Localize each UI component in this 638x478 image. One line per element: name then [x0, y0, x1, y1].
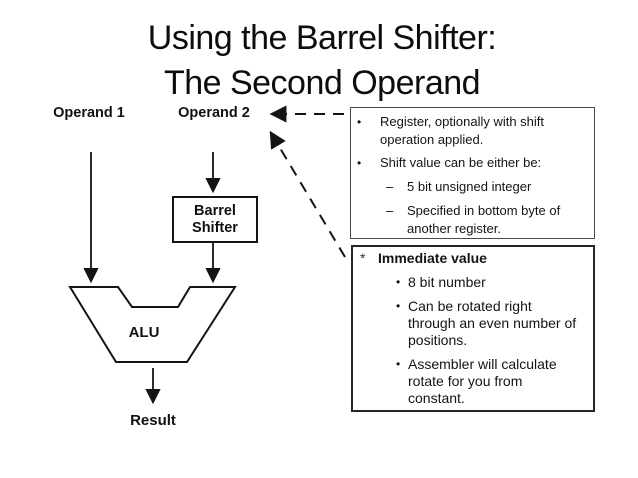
list-item: – 5 bit unsigned integer: [351, 178, 594, 196]
slide-title-line2: The Second Operand: [163, 64, 481, 102]
result-label: Result: [130, 412, 176, 429]
immediate-heading-row: * Immediate value: [353, 250, 593, 267]
barrel-shifter-box: Barrel Shifter: [172, 196, 258, 243]
list-item-text: Can be rotated right through an even num…: [408, 298, 577, 348]
alu-label: ALU: [128, 324, 160, 341]
operand1-label: Operand 1: [53, 105, 125, 121]
slide-title-line1: Using the Barrel Shifter:: [147, 19, 497, 57]
list-item-text: Assembler will calculate rotate for you …: [408, 356, 557, 406]
immediate-value-box: * Immediate value • 8 bit number • Can b…: [351, 245, 595, 412]
alu-shape: [68, 286, 237, 363]
list-item-text: 5 bit unsigned integer: [407, 179, 532, 194]
list-item-text: 8 bit number: [408, 274, 486, 290]
bullet-icon: •: [357, 115, 362, 129]
list-item: – Specified in bottom byte of another re…: [351, 202, 594, 238]
bullet-icon: •: [357, 156, 362, 170]
register-shift-box: • Register, optionally with shift operat…: [350, 107, 595, 239]
list-item: • Assembler will calculate rotate for yo…: [353, 356, 593, 407]
dashed-arrow-immediate-box-to-operand2: [269, 130, 346, 258]
bullet-icon: •: [396, 299, 401, 313]
bullet-icon: •: [396, 357, 401, 371]
list-item-text: Specified in bottom byte of another regi…: [407, 203, 561, 236]
list-item: • Register, optionally with shift operat…: [351, 113, 594, 149]
operand2-label: Operand 2: [178, 105, 250, 121]
list-item: • Can be rotated right through an even n…: [353, 298, 593, 349]
immediate-heading: Immediate value: [378, 250, 487, 266]
slide-title: Using the Barrel Shifter: The Second Ope…: [0, 16, 638, 106]
list-item-text: Shift value can be either be:: [380, 155, 542, 170]
bullet-icon: •: [396, 275, 401, 289]
list-item-text: Register, optionally with shift operatio…: [380, 114, 545, 147]
list-item: • Shift value can be either be:: [351, 154, 594, 172]
dash-bullet-icon: –: [386, 203, 394, 218]
asterisk-bullet-icon: *: [360, 250, 366, 266]
dash-bullet-icon: –: [386, 179, 394, 194]
list-item: • 8 bit number: [353, 274, 593, 291]
